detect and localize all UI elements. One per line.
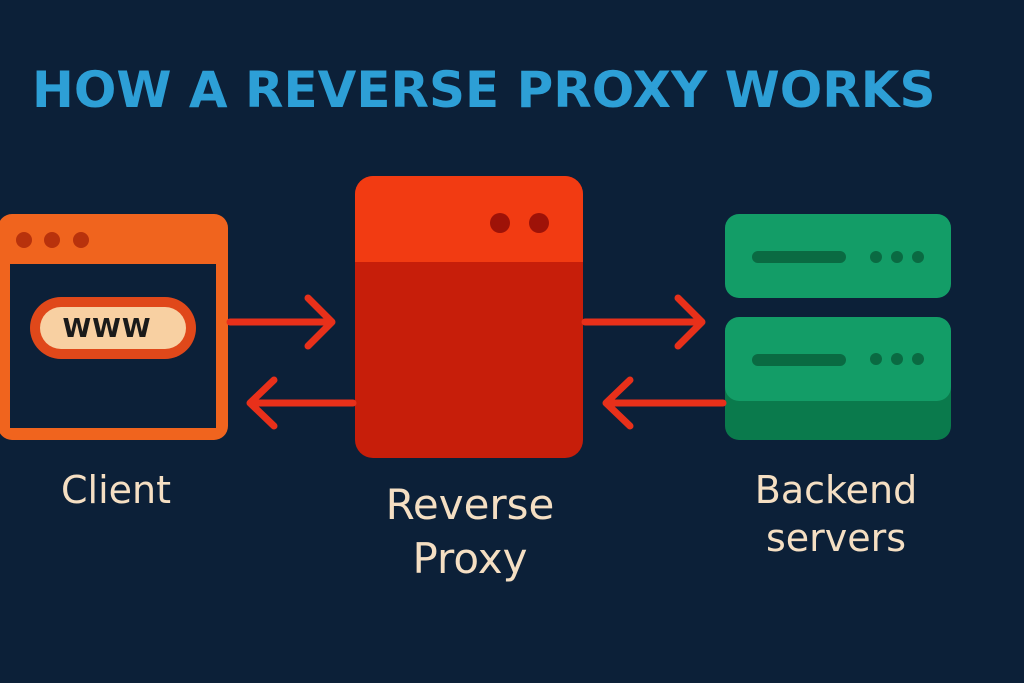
- window-control-dot: [16, 232, 32, 248]
- proxy-label-line1: Reverse: [385, 480, 555, 529]
- response-arrow-proxy-to-client: [246, 376, 357, 430]
- client-label-text: Client: [60, 468, 171, 512]
- server-status-dot: [529, 213, 549, 233]
- proxy-label: Reverse Proxy: [335, 478, 605, 586]
- backend-server-rack-icon: [725, 214, 951, 440]
- browser-window-icon: WWW: [0, 214, 228, 440]
- backend-label-line2: servers: [765, 516, 907, 560]
- request-arrow-client-to-proxy: [226, 294, 336, 350]
- backend-label-line1: Backend: [754, 468, 918, 512]
- backend-label: Backend servers: [700, 466, 972, 562]
- diagram-title: HOW A REVERSE PROXY WORKS: [32, 61, 936, 119]
- request-arrow-proxy-to-backend: [581, 294, 706, 350]
- client-label: Client: [16, 466, 216, 514]
- window-control-dot: [73, 232, 89, 248]
- response-arrow-backend-to-proxy: [602, 376, 727, 430]
- server-status-dot: [490, 213, 510, 233]
- address-bar-text: WWW: [62, 314, 151, 344]
- proxy-label-line2: Proxy: [412, 534, 528, 583]
- window-control-dot: [44, 232, 60, 248]
- proxy-server-icon: [355, 176, 583, 458]
